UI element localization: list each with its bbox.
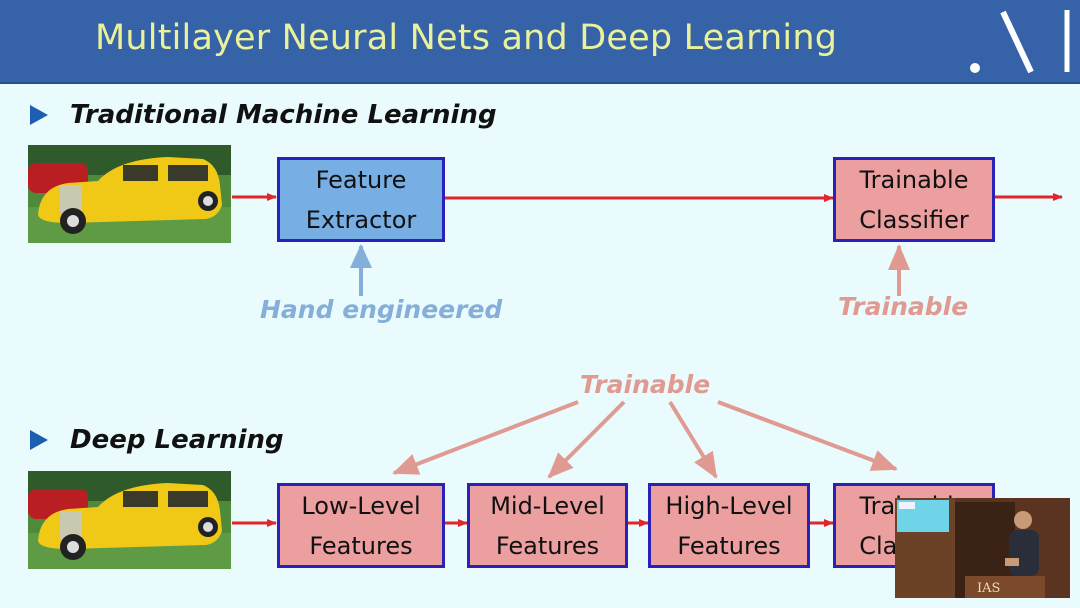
hand-engineered-label: Hand engineered [260,295,503,324]
box-label-line2: Features [495,531,600,560]
slide-title: Multilayer Neural Nets and Deep Learning [95,18,838,58]
car-image [28,145,231,243]
mid-level-features-box: Mid-Level Features [467,483,628,568]
traditional-heading: Traditional Machine Learning [30,100,497,130]
trainable-arrow [668,400,718,479]
box-label-line2: Features [677,531,781,560]
feature-extractor-box: Feature Extractor [277,157,445,242]
box-label-line2: Extractor [305,205,417,234]
bullet-triangle-icon [30,105,48,125]
box-label-line2: Classifier [859,205,969,234]
title-bar: Multilayer Neural Nets and Deep Learning [0,0,1080,84]
logo [970,10,1070,74]
high-level-features-box: High-Level Features [648,483,810,568]
deep-trainable-label: Trainable [580,370,711,399]
trainable-arrow [717,400,898,471]
car-image [28,471,231,569]
podium-text: IAS [977,581,1000,596]
trainable-arrow [392,400,579,475]
traditional-heading-label: Traditional Machine Learning [70,100,497,130]
low-level-features-box: Low-Level Features [277,483,445,568]
box-label-line1: Trainable [859,165,969,194]
deep-heading: Deep Learning [30,425,284,455]
trainable-label: Trainable [838,292,969,321]
box-label-line2: Features [309,531,413,560]
box-label-line1: Feature [315,165,407,194]
trainable-classifier-box: Trainable Classifier [833,157,995,242]
box-label-line1: High-Level [665,491,793,520]
box-label-line1: Mid-Level [490,491,605,520]
speaker-video-overlay: IAS [895,498,1070,598]
box-label-line1: Low-Level [301,491,421,520]
deep-heading-label: Deep Learning [70,425,284,455]
trainable-arrow [547,400,626,479]
logo-dot [970,63,980,73]
bullet-triangle-icon [30,430,48,450]
logo-slash [1000,10,1034,74]
